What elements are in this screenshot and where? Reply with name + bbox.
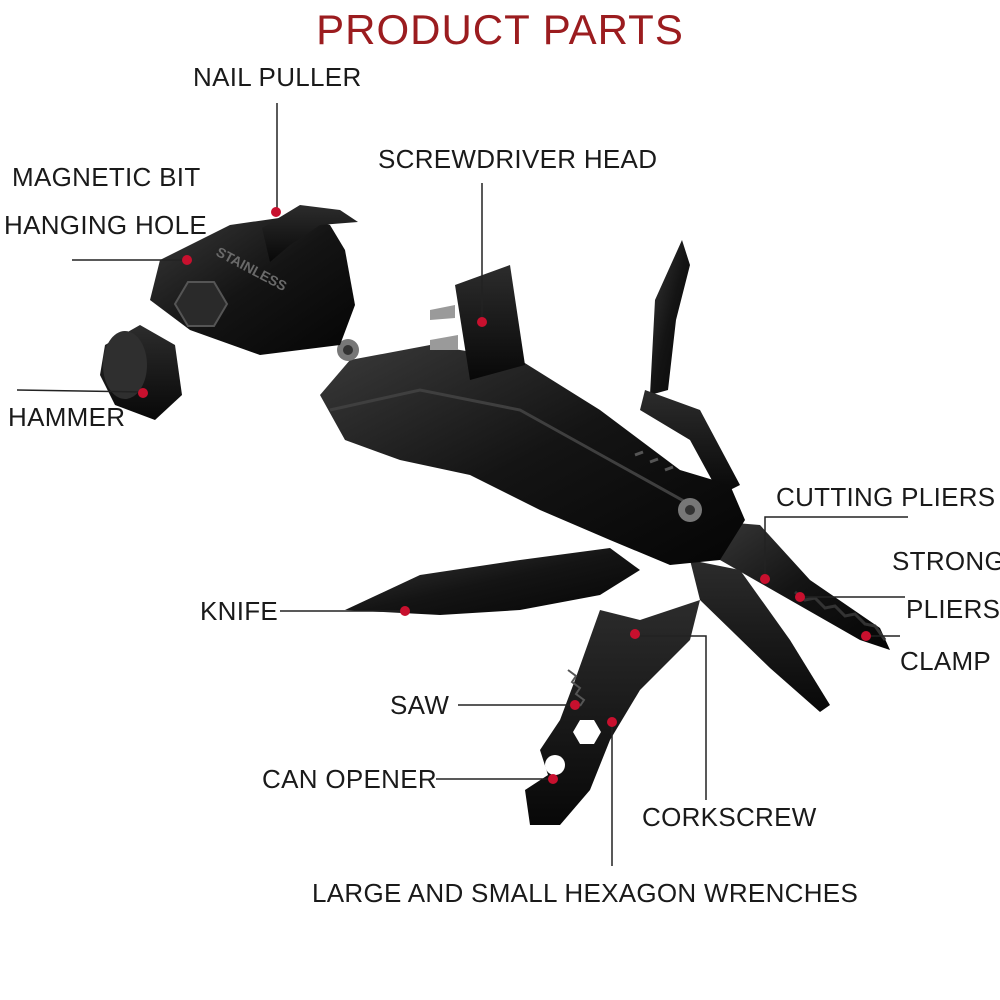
part-markers	[138, 207, 871, 784]
label-screwdriver-head: SCREWDRIVER HEAD	[378, 144, 658, 174]
label-magnetic-bit: MAGNETIC BIT	[12, 162, 201, 192]
label-cutting-pliers: CUTTING PLIERS	[776, 482, 996, 512]
marker-saw	[570, 700, 580, 710]
plier-jaw-upper	[700, 520, 890, 650]
label-nail-puller: NAIL PULLER	[193, 62, 362, 92]
label-hanging-hole: HANGING HOLE	[4, 210, 207, 240]
main-handle	[320, 345, 745, 565]
label-hammer: HAMMER	[8, 402, 126, 432]
label-knife: KNIFE	[200, 596, 279, 626]
label-corkscrew: CORKSCREW	[642, 802, 817, 832]
saw-teeth	[567, 669, 586, 707]
label-can-opener: CAN OPENER	[262, 764, 437, 794]
marker-knife	[400, 606, 410, 616]
marker-can-opener	[548, 774, 558, 784]
marker-clamp	[861, 631, 871, 641]
marker-pliers	[795, 592, 805, 602]
bit-holder	[455, 265, 525, 380]
marker-hanging-hole	[182, 255, 192, 265]
label-pliers: PLIERS	[906, 594, 1000, 624]
plier-teeth	[794, 590, 887, 641]
knife-blade	[345, 548, 640, 615]
upper-blade	[650, 240, 690, 395]
marker-screwdriver	[477, 317, 487, 327]
hammer-hex-hole	[173, 281, 229, 327]
marker-hammer	[138, 388, 148, 398]
leader-lines	[16, 103, 908, 866]
wrench-tool	[525, 600, 700, 825]
label-clamp: CLAMP	[900, 646, 992, 676]
marker-nail-puller	[271, 207, 281, 217]
nail-puller-claw	[262, 205, 358, 262]
marker-hex-wrench	[607, 717, 617, 727]
label-strong: STRONG	[892, 546, 1000, 576]
upper-lever	[640, 390, 740, 495]
page-title: PRODUCT PARTS	[316, 6, 684, 53]
plier-jaw-lower	[690, 560, 830, 712]
label-saw: SAW	[390, 690, 450, 720]
label-hex-wrenches: LARGE AND SMALL HEXAGON WRENCHES	[312, 878, 859, 908]
marker-cutting-pliers	[760, 574, 770, 584]
marker-corkscrew	[630, 629, 640, 639]
